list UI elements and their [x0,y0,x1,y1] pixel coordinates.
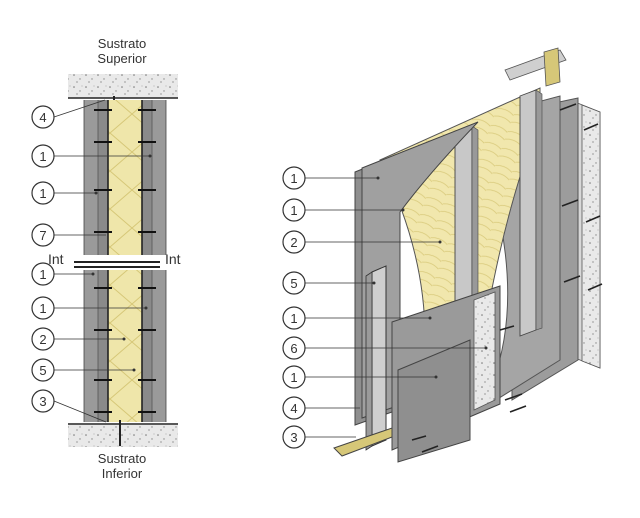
perspective-view: 1 1 2 5 1 6 [282,47,603,463]
svg-text:1: 1 [290,370,297,385]
inner-board-right [142,100,152,255]
section-view: Sustrato Superior [31,36,181,481]
section-callout-1a: 1 [31,144,152,168]
perspective-substrate [473,291,496,411]
insulation-upper [108,100,142,255]
fastener-marks [411,103,603,453]
svg-text:2: 2 [290,235,297,250]
svg-text:7: 7 [39,228,46,243]
svg-text:2: 2 [39,332,46,347]
svg-text:1: 1 [39,267,46,282]
inner-board-left [98,100,108,255]
int-label-left: Int [48,251,64,267]
section-callout-4: 4 [31,99,106,129]
insulation-lower [108,270,142,422]
top-substrate [68,74,178,98]
persp-callout-2: 2 [282,230,442,254]
svg-text:6: 6 [290,341,297,356]
bottom-substrate [68,425,178,447]
svg-text:1: 1 [290,203,297,218]
persp-callout-6: 6 [282,336,488,360]
svg-text:4: 4 [290,401,297,416]
bottom-substrate-label-line1: Sustrato [98,451,146,466]
svg-text:1: 1 [39,301,46,316]
persp-callout-1d: 1 [282,365,438,389]
section-callout-3: 3 [31,389,107,423]
section-upper-wall [83,100,167,255]
top-track-yellow [543,47,561,87]
section-callout-5: 5 [31,358,136,382]
bottom-substrate-label-line2: Inferior [102,466,143,481]
section-lower-wall [83,270,167,422]
section-callout-1b: 1 [31,181,98,205]
svg-text:1: 1 [290,171,297,186]
outer-board-right [152,100,166,255]
front-stud [365,265,387,451]
top-substrate-label-line2: Superior [97,51,147,66]
section-callout-7: 7 [31,223,106,247]
board-layer-2 [361,121,479,419]
persp-callout-5: 5 [282,271,376,295]
persp-callout-4: 4 [282,396,360,420]
svg-text:5: 5 [39,363,46,378]
persp-callout-1b: 1 [282,198,405,222]
lower-board-b [397,339,471,463]
persp-callout-1c: 1 [282,306,432,330]
section-callout-2: 2 [31,327,126,351]
top-substrate-label-line1: Sustrato [98,36,146,51]
svg-text:3: 3 [39,394,46,409]
svg-text:4: 4 [39,110,46,125]
int-label-right: Int [165,251,181,267]
persp-callout-3: 3 [282,425,356,449]
section-callout-1c: 1 [31,262,95,286]
svg-text:1: 1 [290,311,297,326]
outer-board-left [84,100,98,255]
svg-text:1: 1 [39,149,46,164]
svg-text:1: 1 [39,186,46,201]
persp-callout-1a: 1 [282,166,380,190]
svg-text:3: 3 [290,430,297,445]
svg-text:5: 5 [290,276,297,291]
section-callout-1d: 1 [31,296,148,320]
